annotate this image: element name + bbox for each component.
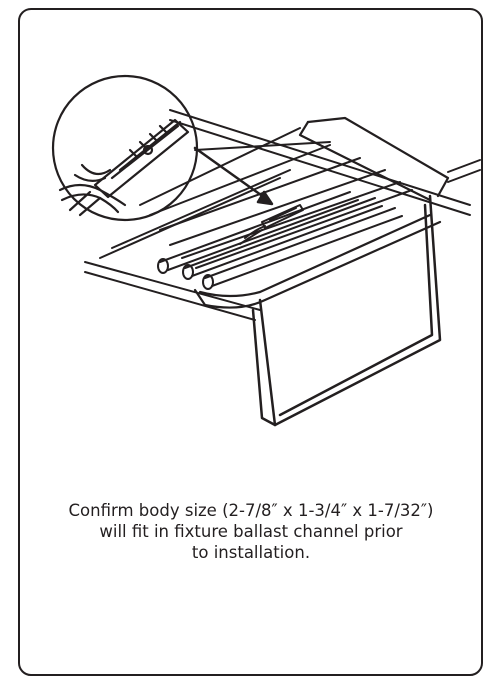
lamp-tubes <box>157 191 403 290</box>
fixture-top-edge <box>298 116 450 202</box>
caption-line-1: Confirm body size (2-7/8″ x 1-3/4″ x 1-7… <box>68 501 434 520</box>
caption-line-2: will fit in fixture ballast channel prio… <box>99 522 403 541</box>
ceiling-grid-tbar-lower <box>84 261 261 321</box>
ceiling-grid-right-edge <box>447 159 481 183</box>
caption-line-3: to installation. <box>191 543 311 562</box>
magnified-detail-circle <box>51 74 199 222</box>
ballast-in-channel <box>239 204 304 245</box>
fixture-housing-rails <box>99 127 413 269</box>
fixture-reflector <box>193 213 442 309</box>
instruction-caption: Confirm body size (2-7/8″ x 1-3/4″ x 1-7… <box>36 500 466 563</box>
callout-arrow <box>193 146 274 206</box>
ceiling-grid-tbar <box>169 109 471 216</box>
fixture-side-panel <box>251 194 442 427</box>
